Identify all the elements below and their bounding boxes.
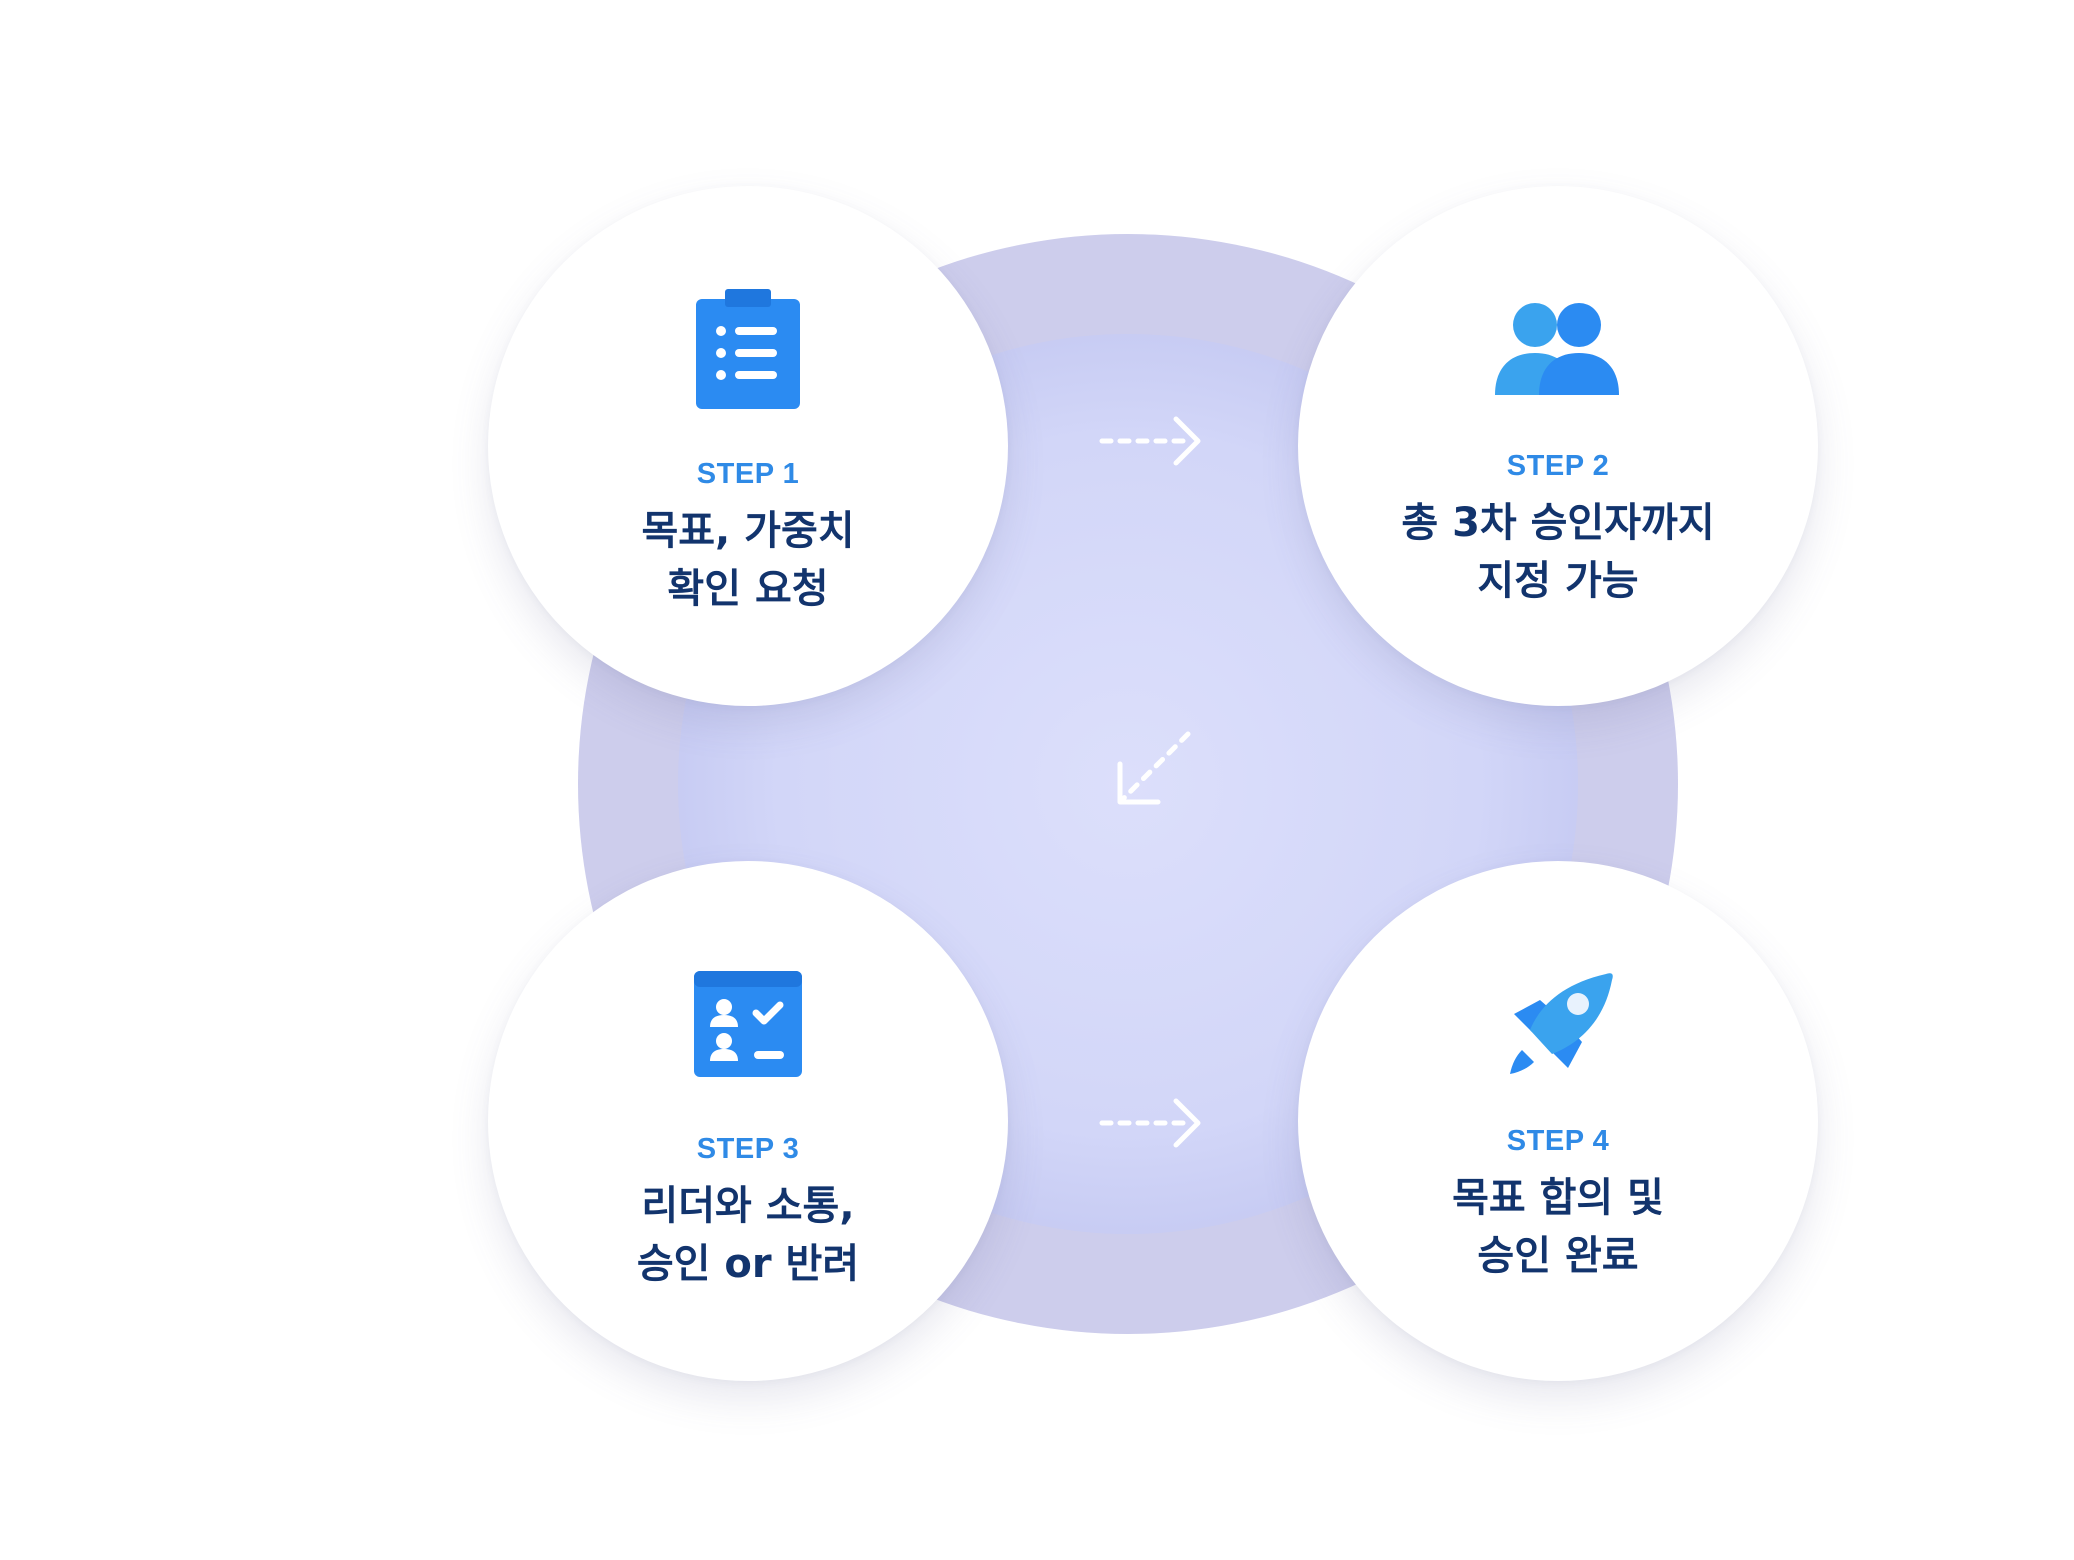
step-card-2: STEP 2 총 3차 승인자까지 지정 가능 <box>1298 186 1818 706</box>
step-description-line: 총 3차 승인자까지 <box>1401 500 1715 546</box>
step-description-line: 확인 요청 <box>667 566 829 612</box>
arrow-right-icon <box>1099 416 1201 466</box>
step-description-line: 승인 완료 <box>1477 1233 1639 1279</box>
step-description-line: 리더와 소통, <box>641 1183 855 1229</box>
step-card-3: STEP 3 리더와 소통, 승인 or 반려 <box>488 861 1008 1381</box>
step-description-line: 목표 합의 및 <box>1452 1175 1664 1221</box>
step-description-line: 목표, 가중치 <box>641 508 855 554</box>
step-description-line: 지정 가능 <box>1477 558 1639 604</box>
step-label: STEP 3 <box>696 1133 800 1165</box>
clipboard-list-icon <box>683 284 813 414</box>
arrow-right-icon <box>1099 1098 1201 1148</box>
step-description: 목표, 가중치 확인 요청 <box>641 502 854 618</box>
rocket-icon <box>1493 959 1623 1089</box>
step-card-4: STEP 4 목표 합의 및 승인 완료 <box>1298 861 1818 1381</box>
step-label: STEP 4 <box>1506 1125 1610 1157</box>
step-label: STEP 2 <box>1506 450 1610 482</box>
step-description: 리더와 소통, 승인 or 반려 <box>637 1177 859 1293</box>
step-description: 목표 합의 및 승인 완료 <box>1452 1169 1664 1285</box>
step-description: 총 3차 승인자까지 지정 가능 <box>1401 494 1714 610</box>
users-icon <box>1493 284 1623 414</box>
step-label: STEP 1 <box>696 458 800 490</box>
approval-board-icon <box>683 959 813 1089</box>
step-description-line: 승인 or 반려 <box>636 1241 860 1287</box>
arrow-down-left-icon <box>1117 731 1191 805</box>
step-card-1: STEP 1 목표, 가중치 확인 요청 <box>488 186 1008 706</box>
